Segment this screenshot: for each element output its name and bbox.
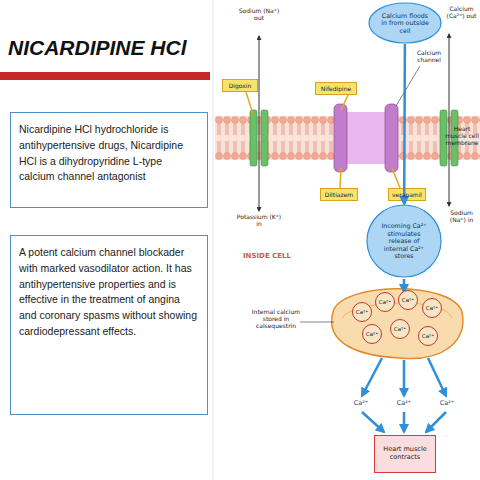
drug-box: Nifedipine	[315, 82, 357, 95]
node-text: Digoxin	[229, 83, 252, 89]
part-label: Heart muscle cell membrane	[444, 126, 480, 147]
text-stack: Incoming Ca²⁺ stimulates release of inte…	[377, 222, 431, 260]
info-box: A potent calcium channel blockader with …	[10, 235, 208, 415]
text-stack: Diltiazem	[325, 192, 353, 198]
part-label: Calcium channel	[411, 50, 447, 64]
flow-arrow	[403, 44, 406, 204]
drug-box: verapamil	[388, 188, 426, 201]
node-text: Diltiazem	[325, 192, 353, 198]
text-stack: Heart muscle contracts	[379, 446, 431, 462]
ion-label: Sodium (Na⁺) in	[443, 210, 480, 224]
calcium-ion: Ca²⁺	[433, 400, 461, 407]
node-text: Nicardipine HCl hydrochloride is antihyp…	[19, 122, 199, 185]
node-text: A potent calcium channel blockader with …	[19, 245, 199, 340]
step-bubble: Calcium floods in from outside cell	[368, 2, 442, 44]
node-text: Heart muscle contracts	[379, 446, 431, 462]
text-stack: Nifedipine	[321, 86, 351, 92]
ion-label: Potassium (K⁺) in	[234, 214, 284, 228]
ellipse-shape	[369, 3, 441, 43]
calcium-ion: Ca²⁺	[390, 400, 418, 407]
drug-box: Digoxin	[222, 79, 258, 92]
text-stack: Digoxin	[229, 83, 252, 89]
node-text: Incoming Ca²⁺ stimulates release of inte…	[377, 222, 431, 260]
ion-label: Sodium (Na⁺) out	[236, 8, 282, 22]
title: NICARDIPINE HCl	[8, 36, 187, 60]
info-box: Nicardipine HCl hydrochloride is antihyp…	[10, 112, 208, 208]
ellipse-shape	[367, 205, 441, 277]
calcium-ion: Ca²⁺	[362, 324, 382, 344]
ion-label: Calcium (Ca²⁺) out	[443, 6, 480, 20]
text-stack: Nicardipine HCl hydrochloride is antihyp…	[19, 122, 199, 185]
text-stack: verapamil	[392, 192, 422, 198]
step-bubble: Incoming Ca²⁺ stimulates release of inte…	[366, 204, 442, 278]
node-text: Nifedipine	[321, 86, 351, 92]
calcium-ion: Ca²⁺	[390, 319, 410, 339]
calcium-ion: Ca²⁺	[352, 302, 372, 322]
calcium-ion: Ca²⁺	[422, 298, 442, 318]
calcium-ion: Ca²⁺	[375, 292, 395, 312]
node-text: verapamil	[392, 192, 422, 198]
part-label: Internal calcium stored in calsequestrin	[250, 309, 302, 330]
calcium-ion: Ca²⁺	[347, 400, 375, 407]
drug-box: Diltiazem	[320, 188, 358, 201]
text-stack: A potent calcium channel blockader with …	[19, 245, 199, 340]
calcium-ion: Ca²⁺	[398, 290, 418, 310]
calcium-ion: Ca²⁺	[418, 326, 438, 346]
node-text: Calcium floods in from outside cell	[379, 12, 431, 35]
text-stack: Calcium floods in from outside cell	[379, 12, 431, 35]
region-label: INSIDE CELL	[243, 252, 313, 260]
result-box: Heart muscle contracts	[374, 435, 436, 473]
